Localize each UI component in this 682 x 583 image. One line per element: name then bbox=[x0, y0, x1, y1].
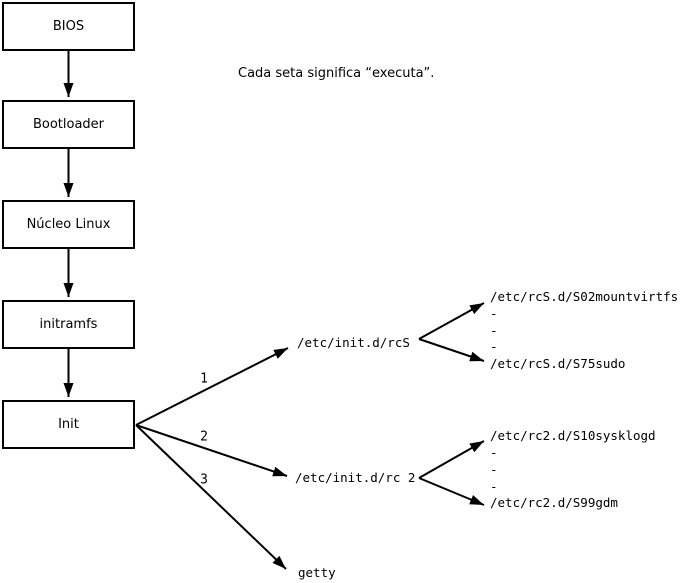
arrow-init-to-rcS bbox=[135, 347, 289, 426]
label-rcS-s02mountvirtfs: /etc/rcS.d/S02mountvirtfs bbox=[490, 289, 679, 304]
ellipsis-dash: - bbox=[490, 323, 498, 338]
ellipsis-dash: - bbox=[490, 479, 498, 494]
label-rcS-s75sudo: /etc/rcS.d/S75sudo bbox=[490, 356, 626, 371]
arrow-init-to-rc2 bbox=[135, 424, 288, 477]
ellipsis-dash: - bbox=[490, 462, 498, 477]
node-bios: BIOS bbox=[2, 2, 135, 51]
arrow-init-to-getty bbox=[135, 424, 287, 570]
branch-order-1: 1 bbox=[200, 371, 208, 387]
label-rc2-s99gdm: /etc/rc2.d/S99gdm bbox=[490, 495, 618, 510]
branch-order-3: 3 bbox=[200, 472, 208, 488]
arrow-rc2-to-s10sysklogd bbox=[418, 440, 485, 479]
arrow-rcS-to-s02mountvirtfs bbox=[418, 302, 485, 340]
label-init-d-rcS: /etc/init.d/rcS bbox=[297, 335, 410, 350]
node-bootloader: Bootloader bbox=[2, 100, 135, 149]
node-linux-kernel: Núcleo Linux bbox=[2, 200, 135, 249]
arrow-rcS-to-s75sudo bbox=[418, 338, 485, 362]
ellipsis-dash: - bbox=[490, 445, 498, 460]
arrow-rc2-to-s99gdm bbox=[418, 477, 485, 506]
node-init: Init bbox=[2, 400, 135, 449]
node-initramfs: initramfs bbox=[2, 300, 135, 349]
ellipsis-dash: - bbox=[490, 306, 498, 321]
note-arrow-meaning: Cada seta significa “executa”. bbox=[238, 66, 435, 81]
label-getty: getty bbox=[298, 565, 336, 580]
label-rc2-s10sysklogd: /etc/rc2.d/S10sysklogd bbox=[490, 428, 656, 443]
ellipsis-dash: - bbox=[490, 339, 498, 354]
branch-order-2: 2 bbox=[200, 429, 208, 445]
label-init-d-rc2: /etc/init.d/rc 2 bbox=[295, 470, 416, 485]
